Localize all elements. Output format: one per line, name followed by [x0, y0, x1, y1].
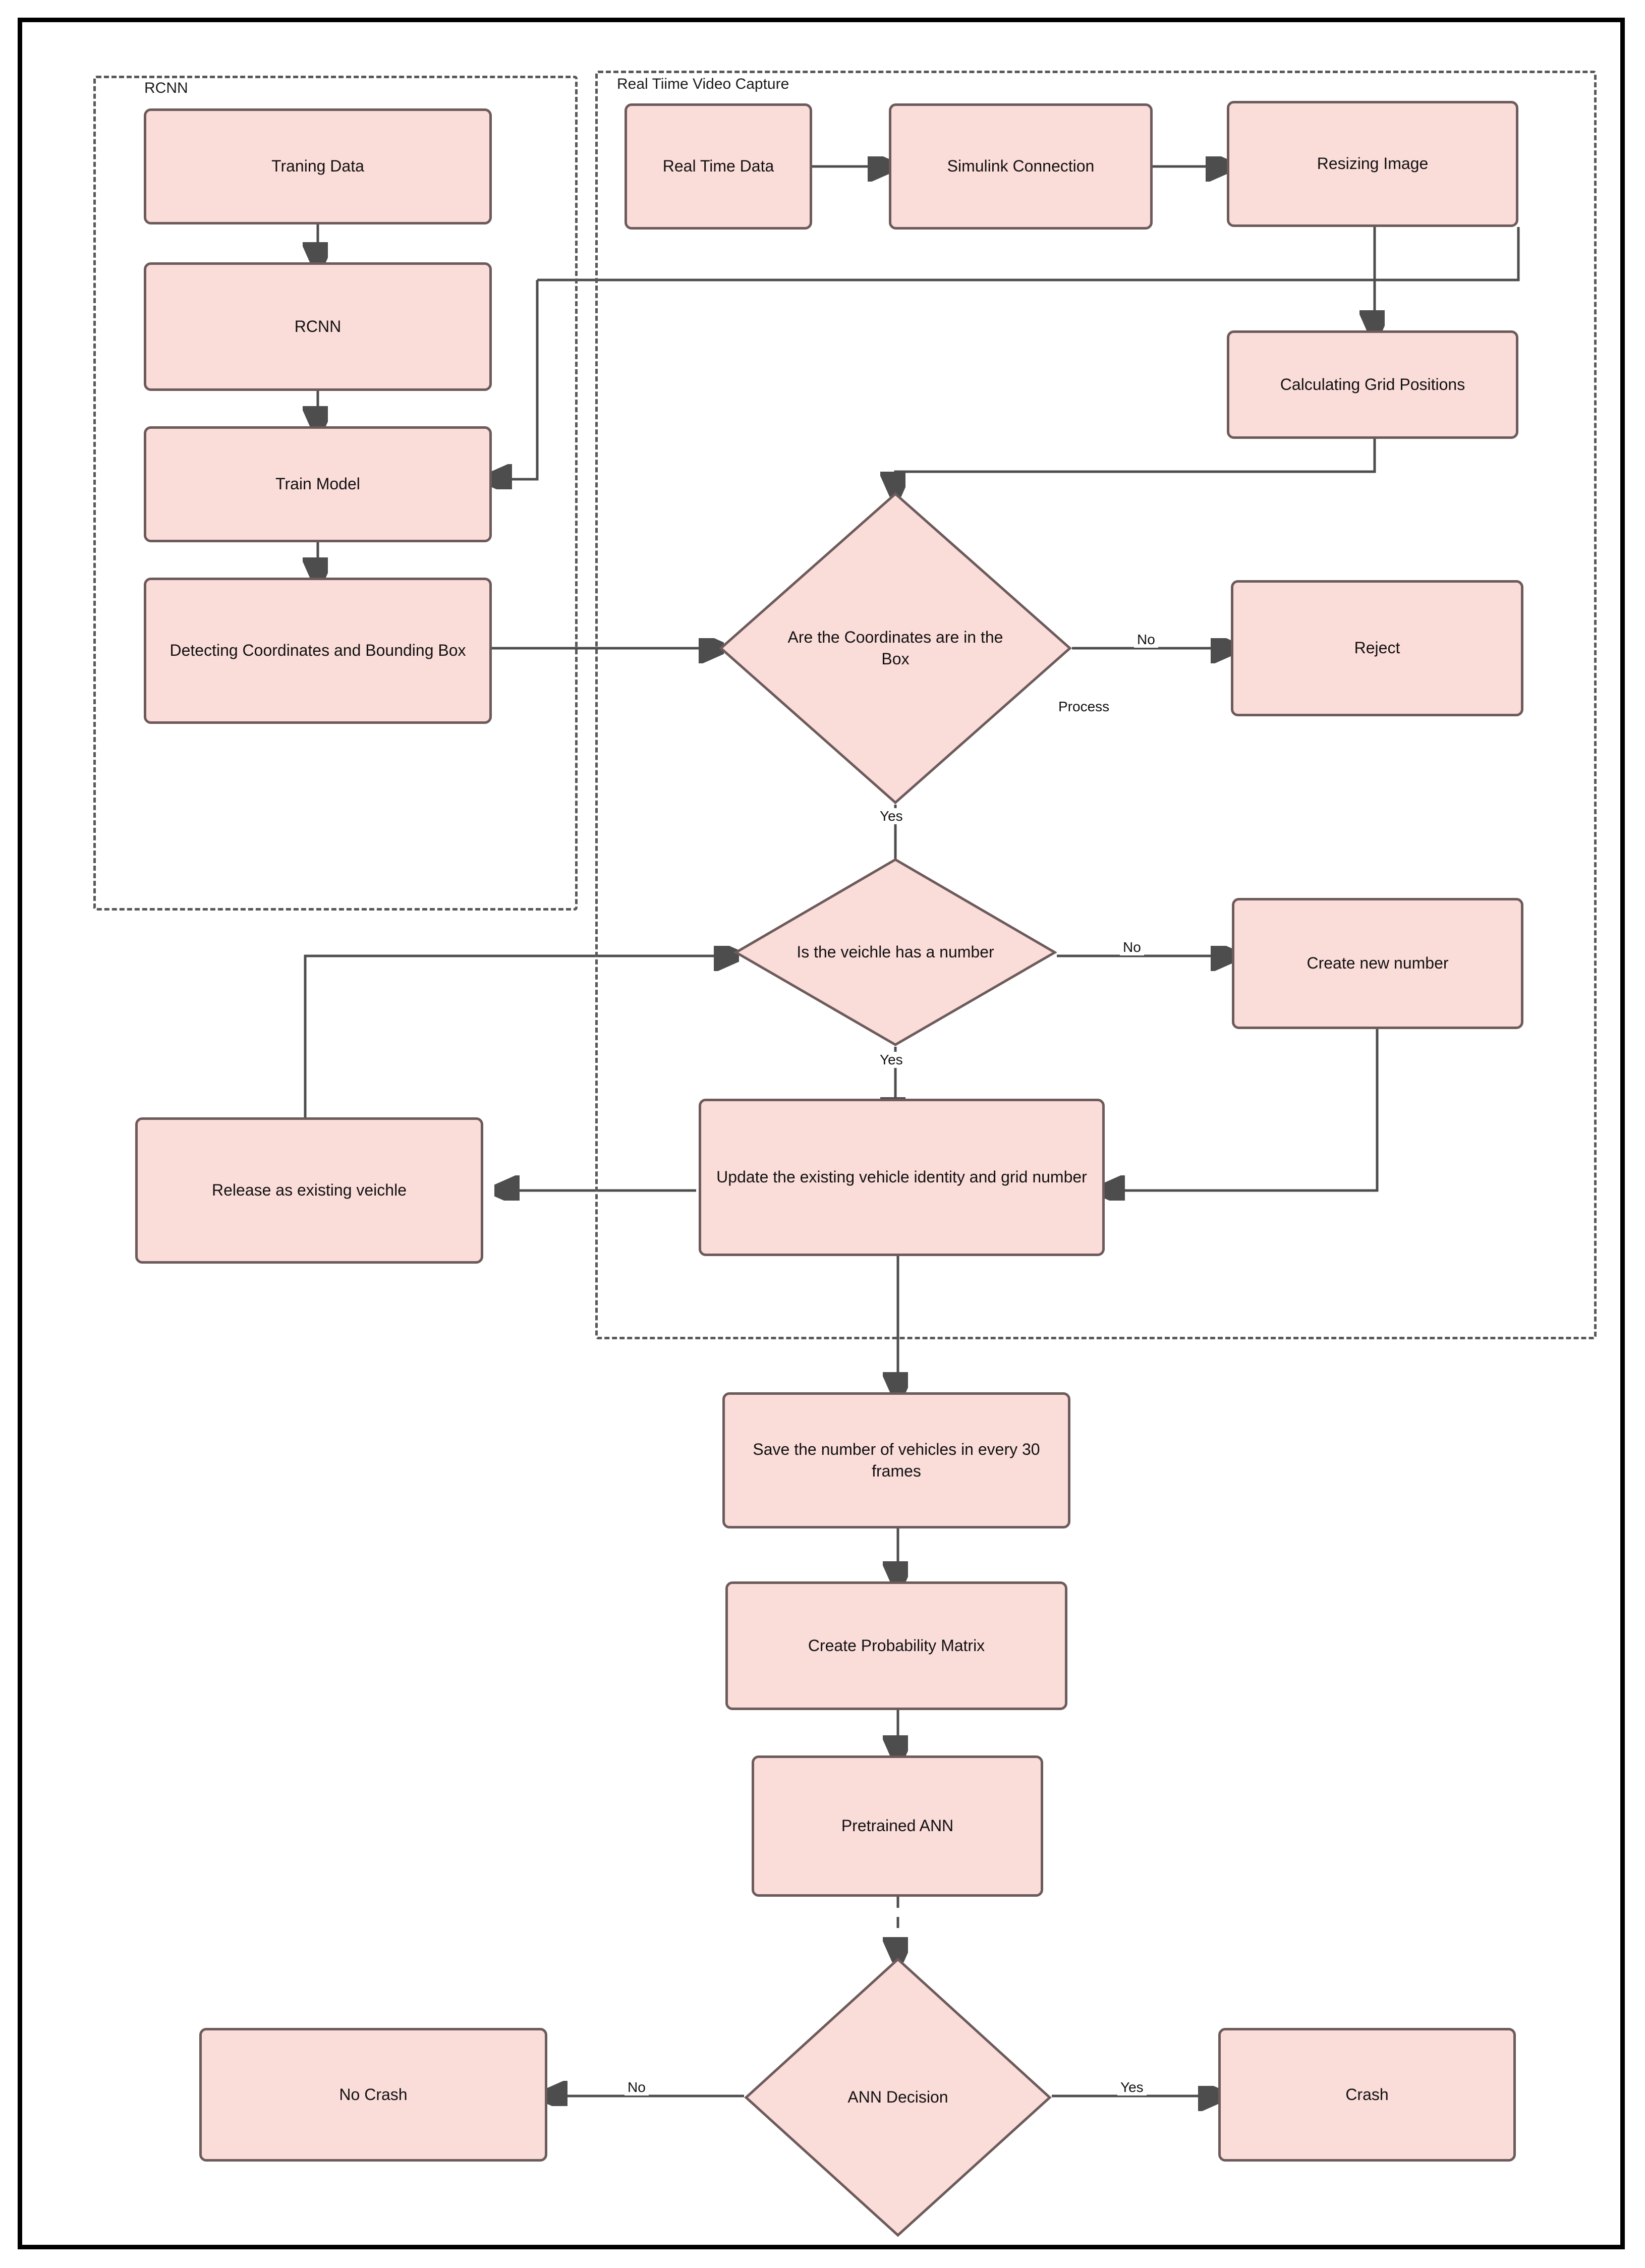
node-create-probability-matrix-label: Create Probability Matrix	[808, 1636, 985, 1655]
node-ann-decision[interactable]: ANN Decision	[744, 1957, 1052, 2237]
node-reject-label: Reject	[1354, 639, 1400, 657]
node-training-data[interactable]: Traning Data	[144, 108, 492, 224]
node-pretrained-ann-label: Pretrained ANN	[841, 1817, 954, 1835]
node-save-frames-label: Save the number of vehicles in every 30 …	[753, 1440, 1040, 1480]
node-train-model-label: Train Model	[275, 475, 360, 493]
node-rcnn-label: RCNN	[294, 317, 342, 335]
node-simulink-connection[interactable]: Simulink Connection	[889, 103, 1153, 230]
node-create-new-number[interactable]: Create new number	[1232, 898, 1523, 1029]
node-ann-decision-label: ANN Decision	[847, 2087, 948, 2106]
node-training-data-label: Traning Data	[271, 157, 364, 176]
node-resizing-image[interactable]: Resizing Image	[1227, 101, 1518, 227]
node-rcnn[interactable]: RCNN	[144, 262, 492, 391]
node-realtime-data-label: Real Time Data	[662, 157, 774, 176]
group-realtime-video-capture	[595, 71, 1597, 1339]
node-simulink-connection-label: Simulink Connection	[947, 157, 1095, 176]
node-no-crash[interactable]: No Crash	[199, 2028, 547, 2162]
node-detecting-coordinates-label: Detecting Coordinates and Bounding Box	[169, 641, 466, 660]
edge-label-number-no: No	[1120, 939, 1144, 955]
node-crash-label: Crash	[1345, 2085, 1389, 2104]
group-realtime-video-capture-label: Real Tiime Video Capture	[613, 76, 793, 93]
node-create-new-number-label: Create new number	[1307, 954, 1449, 973]
page-frame	[18, 18, 1625, 2249]
edge-label-ann-no: No	[625, 2079, 649, 2095]
edge-label-coords-no: No	[1134, 632, 1158, 648]
node-no-crash-label: No Crash	[339, 2085, 408, 2104]
edge-label-ann-yes: Yes	[1117, 2079, 1147, 2095]
node-coordinates-in-box[interactable]: Are the Coordinates are in the Box	[719, 492, 1072, 805]
node-reject[interactable]: Reject	[1231, 580, 1523, 716]
diamond-shape	[744, 1957, 1052, 2237]
node-has-number-label: Is the veichle has a number	[797, 942, 994, 961]
node-calculating-grid-positions[interactable]: Calculating Grid Positions	[1227, 330, 1518, 439]
diamond-shape	[719, 492, 1072, 805]
diamond-shape	[734, 858, 1057, 1046]
node-release-existing-veichle[interactable]: Release as existing veichle	[135, 1117, 483, 1264]
node-realtime-data[interactable]: Real Time Data	[625, 103, 812, 230]
node-release-existing-veichle-label: Release as existing veichle	[212, 1181, 407, 1200]
node-save-frames[interactable]: Save the number of vehicles in every 30 …	[722, 1392, 1070, 1528]
annotation-process: Process	[1058, 699, 1110, 714]
node-resizing-image-label: Resizing Image	[1317, 154, 1429, 173]
node-update-existing-identity[interactable]: Update the existing vehicle identity and…	[699, 1099, 1105, 1256]
node-update-existing-identity-label: Update the existing vehicle identity and…	[716, 1168, 1087, 1186]
node-train-model[interactable]: Train Model	[144, 426, 492, 542]
node-create-probability-matrix[interactable]: Create Probability Matrix	[725, 1581, 1067, 1710]
node-pretrained-ann[interactable]: Pretrained ANN	[752, 1755, 1043, 1897]
group-rcnn	[93, 76, 578, 911]
edge-label-coords-yes: Yes	[877, 808, 906, 824]
edge-label-number-yes: Yes	[877, 1052, 906, 1068]
node-crash[interactable]: Crash	[1218, 2028, 1516, 2162]
node-detecting-coordinates[interactable]: Detecting Coordinates and Bounding Box	[144, 578, 492, 724]
node-has-number[interactable]: Is the veichle has a number	[734, 858, 1057, 1047]
node-coordinates-in-box-label: Are the Coordinates are in the Box	[787, 628, 1003, 668]
group-rcnn-label: RCNN	[140, 80, 192, 97]
node-calculating-grid-positions-label: Calculating Grid Positions	[1280, 375, 1465, 393]
